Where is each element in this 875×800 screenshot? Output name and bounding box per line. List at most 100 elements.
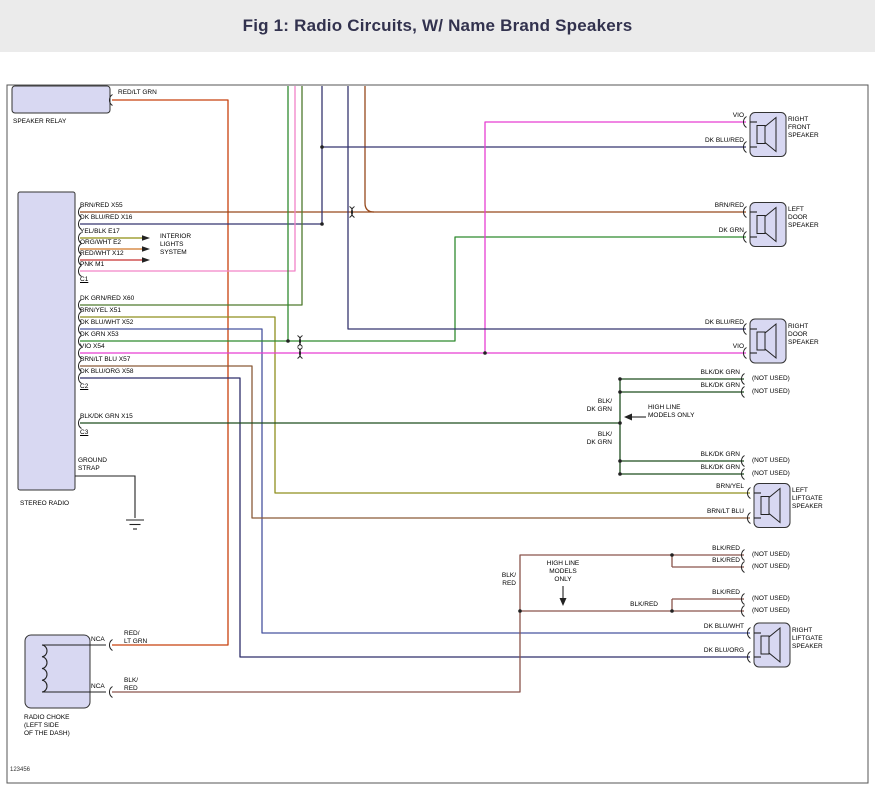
high-line-bottom-arrow — [559, 586, 567, 606]
label-line: SPEAKER — [788, 132, 819, 139]
wire-brn-yel-x51 — [80, 316, 750, 494]
nca-label-2: NCA — [91, 683, 105, 690]
label-line: LEFT — [792, 487, 808, 494]
wire-dk-blu-wht-x52 — [80, 328, 750, 634]
stub-label-blkred-4: BLK/RED — [630, 601, 658, 608]
label-line: SPEAKER — [792, 643, 823, 650]
label-line: BLK/ — [501, 572, 516, 579]
wire-label-brnltblu-ll: BRN/LT BLU — [707, 508, 744, 515]
diagram-border — [6, 84, 869, 784]
label-line: RIGHT — [788, 116, 809, 123]
wire-pnk-m1 — [80, 86, 296, 272]
stub-label-blkdkgrn-3: BLK/DK GRN — [700, 451, 740, 458]
not-used-label: (NOT USED) — [752, 607, 790, 614]
speaker-box-right-door — [749, 318, 787, 364]
connector-c2: C2 — [80, 383, 89, 390]
label-line: RED — [124, 685, 138, 692]
high-line-note-bottom: HIGH LINE MODELS ONLY — [536, 560, 590, 584]
stub-label-blkdkgrn-1: BLK/DK GRN — [700, 369, 740, 376]
speaker-name-left-liftgate: LEFT LIFTGATE SPEAKER — [792, 487, 823, 511]
label-line: (LEFT SIDE — [24, 722, 59, 729]
title-bar: Fig 1: Radio Circuits, W/ Name Brand Spe… — [0, 0, 875, 52]
connector-c3: C3 — [80, 429, 89, 436]
wire-label-dkblured-rf: DK BLU/RED — [704, 137, 744, 144]
stub-label-blkred-3: BLK/RED — [712, 589, 740, 596]
label-line: BLK/ — [124, 677, 139, 684]
label-line: LIGHTS — [160, 241, 184, 248]
speaker-box-left-liftgate — [753, 483, 791, 528]
connector-c1: C1 — [80, 276, 89, 283]
label-line: LT GRN — [124, 638, 148, 645]
pin-label-x51: BRN/YEL X51 — [80, 307, 121, 314]
stub-label-blkdkgrn-2: BLK/DK GRN — [700, 382, 740, 389]
stereo-radio-box — [17, 191, 76, 491]
pin-label-x57: BRN/LT BLU X57 — [80, 356, 131, 363]
label-line: DK GRN — [586, 439, 612, 446]
wire-brn-red-x55 — [80, 86, 746, 213]
splice-connectors — [297, 206, 355, 359]
label-line: STRAP — [78, 465, 100, 472]
label-line: RIGHT — [788, 323, 809, 330]
interior-lights-arrows — [142, 235, 150, 263]
coil-symbol — [41, 644, 106, 693]
wire-label-dkbluorg-rl: DK BLU/ORG — [703, 647, 744, 654]
pin-label-x55: BRN/RED X55 — [80, 202, 123, 209]
label-line: LEFT — [788, 206, 804, 213]
wire-vio-x54 — [80, 121, 746, 354]
wire-dk-blu-red-x16 — [80, 86, 746, 225]
label-line: SPEAKER — [792, 503, 823, 510]
figure-number: 123456 — [10, 767, 31, 773]
pin-label-x60: DK GRN/RED X60 — [80, 295, 135, 302]
speaker-relay-label: SPEAKER RELAY — [13, 118, 67, 125]
wire-brn-lt-blu-x57 — [80, 365, 750, 519]
label-line: LIFTGATE — [792, 495, 823, 502]
branch-label-blkdkgrn-lower: BLK/ DK GRN — [574, 431, 612, 447]
not-used-label: (NOT USED) — [752, 375, 790, 382]
not-used-label: (NOT USED) — [752, 457, 790, 464]
wire-blk-red — [112, 554, 744, 693]
speaker-box-right-front — [749, 112, 787, 157]
label-line: DK GRN — [586, 406, 612, 413]
interior-lights-system-label: INTERIOR LIGHTS SYSTEM — [160, 233, 191, 257]
not-used-label: (NOT USED) — [752, 595, 790, 602]
wire-blk-dk-grn-x15 — [80, 378, 744, 475]
choke-wire2-label: BLK/ RED — [124, 677, 138, 693]
label-line: DOOR — [788, 331, 808, 338]
label-line: RED — [502, 580, 516, 587]
pin-label-x53: DK GRN X53 — [80, 331, 119, 338]
speaker-name-left-door: LEFT DOOR SPEAKER — [788, 206, 819, 230]
pin-label-x54: VIO X54 — [80, 343, 105, 350]
label-line: SYSTEM — [160, 249, 187, 256]
pin-label-x12: RED/WHT X12 — [80, 250, 124, 257]
radio-choke-box — [24, 634, 91, 709]
wire-label-dkblured-rd: DK BLU/RED — [704, 319, 744, 326]
label-line: ONLY — [554, 576, 572, 583]
label-line: HIGH LINE — [546, 560, 580, 567]
relay-wire-label: RED/LT GRN — [118, 89, 157, 96]
wire-label-dkbluwht-rl: DK BLU/WHT — [703, 623, 744, 630]
wire-dk-blu-org-x58 — [80, 377, 750, 658]
stub-label-blkred-2: BLK/RED — [712, 557, 740, 564]
label-line: INTERIOR — [160, 233, 192, 240]
speaker-box-left-door — [749, 202, 787, 247]
label-line: SPEAKER — [788, 222, 819, 229]
speaker-name-right-liftgate: RIGHT LIFTGATE SPEAKER — [792, 627, 823, 651]
label-line: LIFTGATE — [792, 635, 823, 642]
pin-label-x16: DK BLU/RED X16 — [80, 214, 133, 221]
label-line: FRONT — [788, 124, 811, 131]
branch-label-blkdkgrn-upper: BLK/ DK GRN — [574, 398, 612, 414]
pin-label-e2: ORG/WHT E2 — [80, 239, 122, 246]
label-line: MODELS — [549, 568, 577, 575]
label-line: OF THE DASH) — [24, 730, 70, 737]
pin-label-x15: BLK/DK GRN X15 — [80, 413, 133, 420]
label-line: RED/ — [124, 630, 140, 637]
speaker-name-right-door: RIGHT DOOR SPEAKER — [788, 323, 819, 347]
not-used-label: (NOT USED) — [752, 470, 790, 477]
radio-choke-label: RADIO CHOKE (LEFT SIDE OF THE DASH) — [24, 714, 70, 738]
label-line: BLK/ — [597, 431, 612, 438]
figure-title: Fig 1: Radio Circuits, W/ Name Brand Spe… — [242, 16, 633, 35]
label-line: SPEAKER — [788, 339, 819, 346]
pin-label-e17: YEL/BLK E17 — [80, 228, 120, 235]
